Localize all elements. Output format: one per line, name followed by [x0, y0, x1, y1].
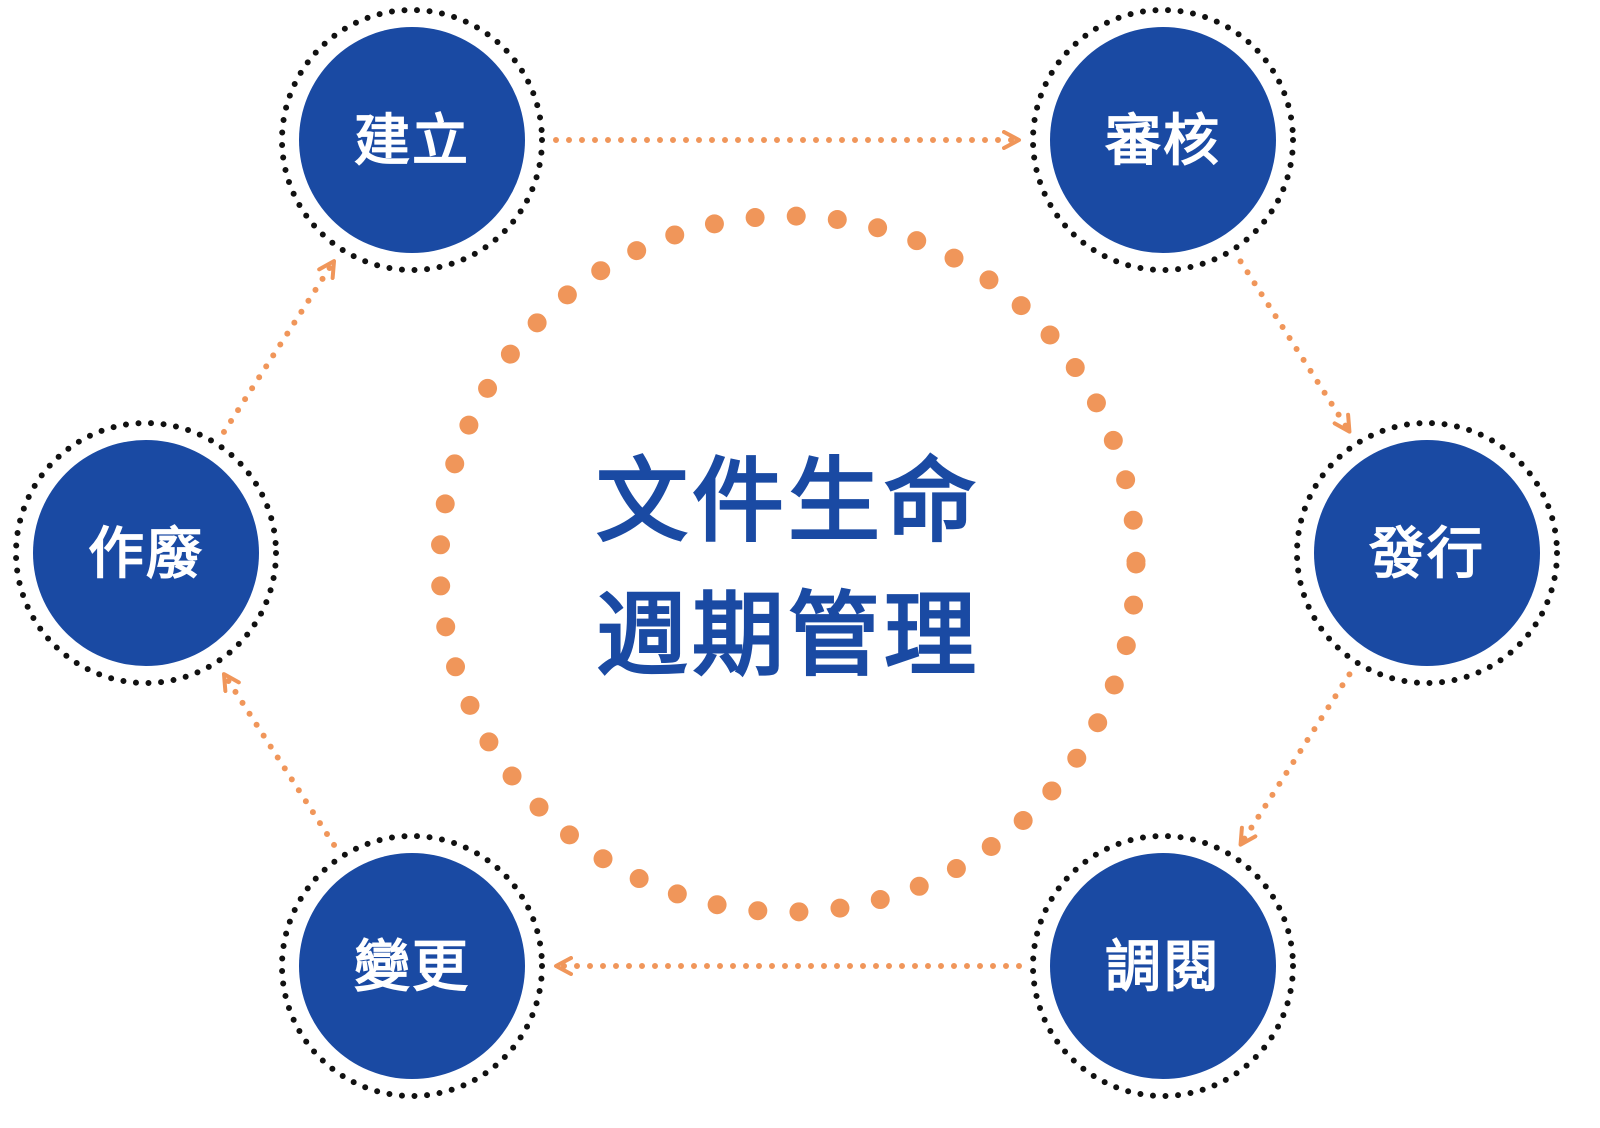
stage-label-change: 變更 — [354, 935, 470, 1000]
stage-node-access: 調閱 — [1030, 833, 1296, 1099]
stage-label-access: 調閱 — [1105, 935, 1221, 1000]
node-disc — [1314, 440, 1540, 666]
node-disc — [299, 27, 525, 253]
stage-label-issue: 發行 — [1368, 522, 1485, 587]
connector-review-to-issue — [1237, 258, 1353, 435]
stage-node-change: 變更 — [279, 833, 545, 1099]
center-title-line2: 週期管理 — [596, 582, 980, 689]
flow-connectors — [220, 130, 1353, 976]
center-dotted-ring — [430, 206, 1146, 922]
connector-void-to-create — [220, 258, 338, 435]
node-dotted-ring — [1030, 7, 1296, 273]
node-disc — [1050, 27, 1276, 253]
node-disc — [299, 853, 525, 1079]
stage-node-void: 作廢 — [13, 420, 279, 686]
stage-label-void: 作廢 — [88, 522, 204, 587]
stage-label-review: 審核 — [1104, 109, 1221, 174]
node-dotted-ring — [13, 420, 279, 686]
connector-issue-to-access — [1237, 671, 1353, 848]
stage-label-create: 建立 — [354, 109, 470, 174]
node-dotted-ring — [279, 7, 545, 273]
center-title-line1: 文件生命 — [596, 448, 980, 555]
stage-node-review: 審核 — [1030, 7, 1296, 273]
node-dotted-ring — [1294, 420, 1560, 686]
node-disc — [33, 440, 259, 666]
stage-node-create: 建立 — [279, 7, 545, 273]
stage-node-issue: 發行 — [1294, 420, 1560, 686]
node-dotted-ring — [279, 833, 545, 1099]
connector-change-to-void — [220, 671, 338, 848]
node-disc — [1050, 853, 1276, 1079]
node-dotted-ring — [1030, 833, 1296, 1099]
